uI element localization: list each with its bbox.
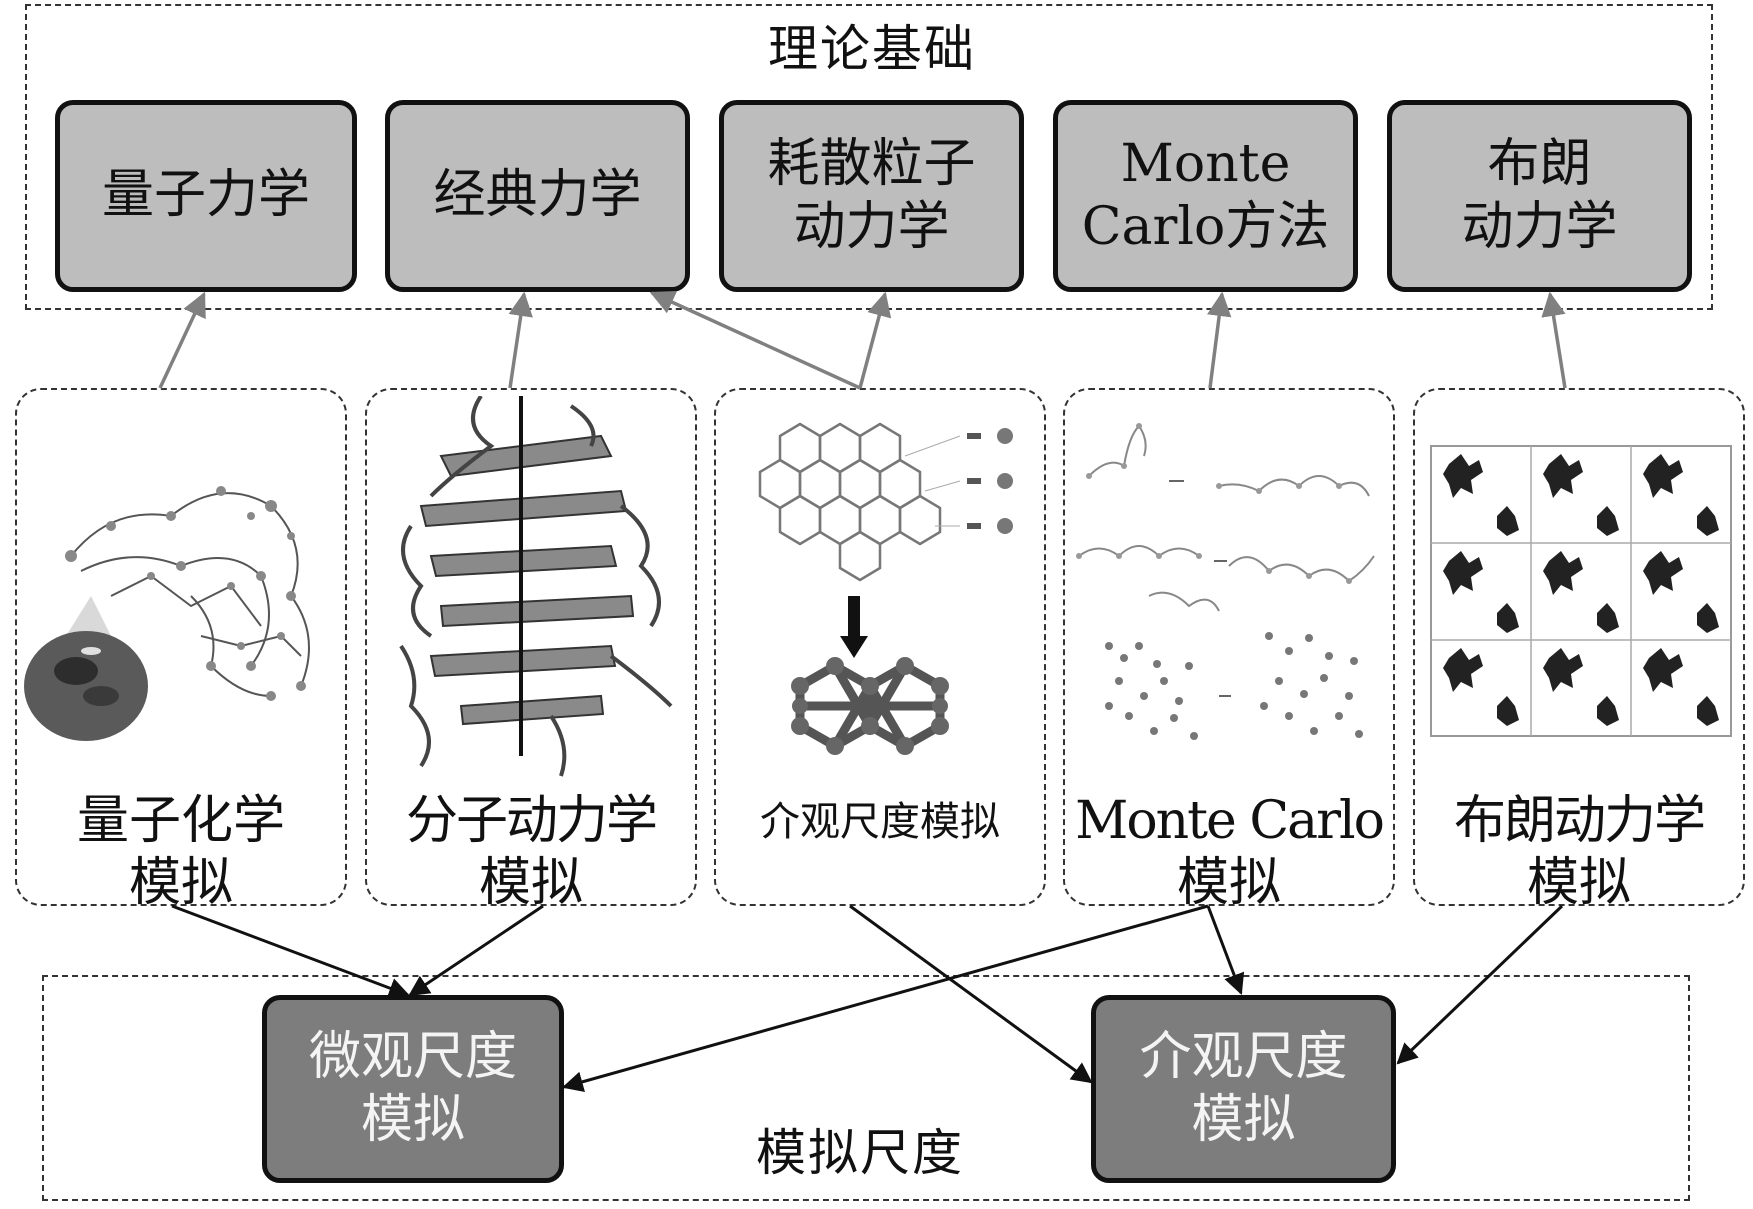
coarse-graining-lattice-image (720, 396, 1040, 796)
method-label-line: 模拟 (1526, 853, 1631, 914)
scale-box-label: 模拟 (1191, 1090, 1296, 1150)
scale-box-mesoscale-sim: 介观尺度 模拟 (1091, 995, 1396, 1183)
method-label-line: 分子动力学 (405, 791, 658, 851)
scale-group-title: 模拟尺度 (756, 1124, 964, 1182)
theory-box-label: Monte (1120, 133, 1291, 194)
theory-box-brownian-dynamics: 布朗 动力学 (1387, 100, 1692, 292)
theory-box-classical-mechanics: 经典力学 (385, 100, 690, 292)
method-card-label: Monte Carlo 模拟 (1065, 790, 1393, 915)
method-label-line: 模拟 (1176, 853, 1281, 914)
method-card-label: 分子动力学 模拟 (367, 790, 695, 915)
scale-box-label: 介观尺度 (1139, 1026, 1348, 1087)
method-label-line: 布朗动力学 (1453, 791, 1706, 851)
theory-box-label: 动力学 (1461, 197, 1618, 257)
method-card-mesoscale: 介观尺度模拟 (714, 388, 1046, 906)
scale-box-microscale: 微观尺度 模拟 (262, 995, 564, 1183)
method-card-quantum-chemistry: 量子化学 模拟 (15, 388, 347, 913)
method-card-molecular-dynamics: 分子动力学 模拟 (365, 388, 697, 913)
theory-box-label: Carlo方法 (1081, 197, 1330, 257)
brownian-particles-grid-image (1419, 396, 1739, 796)
polymer-chain-graphic (1076, 423, 1375, 740)
method-label-line: 模拟 (478, 853, 583, 914)
method-label-line: 量子化学 (76, 791, 285, 851)
scale-box-label: 模拟 (360, 1090, 465, 1150)
method-card-label: 量子化学 模拟 (17, 790, 345, 915)
theory-box-label: 动力学 (793, 197, 950, 257)
theory-group-title: 理论基础 (768, 20, 976, 78)
molecular-dynamics-structure-image (371, 396, 691, 796)
polymer-chain-sampling-image (1069, 396, 1389, 796)
molecule-with-orbital-graphic (24, 486, 310, 741)
theory-box-quantum-mechanics: 量子力学 (55, 100, 357, 292)
method-card-label: 布朗动力学 模拟 (1415, 790, 1743, 915)
brownian-particles-graphic (1430, 445, 1732, 737)
molecular-dynamics-graphic (399, 396, 673, 777)
theory-box-monte-carlo-method: Monte Carlo方法 (1053, 100, 1358, 292)
theory-box-label: 量子力学 (101, 165, 310, 226)
scale-box-label: 微观尺度 (308, 1026, 517, 1087)
theory-box-label: 布朗 (1487, 133, 1592, 194)
theory-box-label: 耗散粒子 (767, 133, 976, 194)
theory-box-label: 经典力学 (433, 165, 642, 226)
method-label-line: Monte Carlo (1075, 791, 1385, 851)
method-card-brownian: 布朗动力学 模拟 (1413, 388, 1745, 913)
coarse-graining-graphic (758, 422, 1013, 755)
theory-box-dpd: 耗散粒子 动力学 (719, 100, 1024, 292)
method-label-line: 介观尺度模拟 (760, 799, 1000, 845)
method-label-line: 模拟 (128, 853, 233, 914)
method-card-monte-carlo: Monte Carlo 模拟 (1063, 388, 1395, 913)
method-card-label: 介观尺度模拟 (716, 790, 1044, 846)
molecule-with-orbital-image (21, 396, 341, 796)
